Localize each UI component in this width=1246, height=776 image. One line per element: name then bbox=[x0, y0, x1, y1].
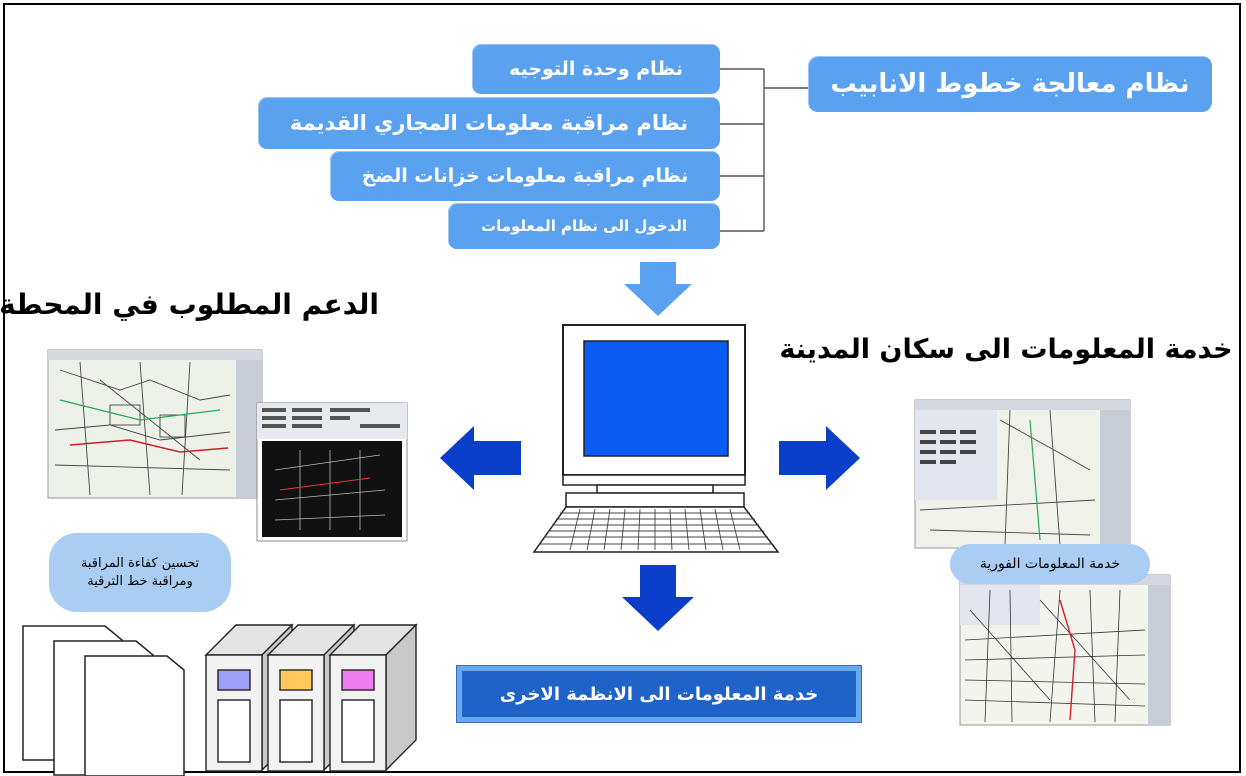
subsystem-bracket bbox=[720, 68, 808, 232]
subsystem-pump-tanks: نظام مراقبة معلومات خزانات الضخ bbox=[330, 151, 720, 201]
diagram-frame bbox=[3, 3, 1241, 773]
right-heading: خدمة المعلومات الى سكان المدينة bbox=[779, 334, 1233, 365]
city-info-screenshot-top bbox=[914, 399, 1131, 549]
arrow-right bbox=[779, 426, 860, 490]
main-system-box: نظام معالجة خطوط الانابيب bbox=[808, 56, 1212, 112]
arrow-left bbox=[440, 426, 521, 490]
station-map-screenshot bbox=[47, 349, 263, 499]
subsystem-info-access: الدخول الى نظام المعلومات bbox=[448, 203, 720, 249]
left-bubble-line-2: ومراقبة خط الترقية bbox=[87, 573, 193, 589]
left-bubble: تحسين كفاءة المراقبة ومراقبة خط الترقية bbox=[49, 533, 231, 612]
left-heading: الدعم المطلوب في المحطة bbox=[0, 288, 379, 321]
left-bubble-line-1: تحسين كفاءة المراقبة bbox=[80, 555, 200, 571]
right-bubble: خدمة المعلومات الفورية bbox=[950, 544, 1150, 584]
binder-3 bbox=[328, 623, 418, 772]
other-systems-label: خدمة المعلومات الى الانظمة الاخرى bbox=[462, 671, 856, 717]
documents-icon bbox=[22, 625, 185, 776]
other-systems-box: خدمة المعلومات الى الانظمة الاخرى bbox=[456, 665, 862, 723]
arrow-down-top bbox=[624, 262, 692, 316]
station-profile-screenshot bbox=[256, 402, 408, 542]
city-info-screenshot-bottom bbox=[959, 574, 1171, 726]
subsystem-routing-unit: نظام وحدة التوجيه bbox=[472, 44, 720, 94]
computer-icon bbox=[532, 324, 780, 553]
subsystem-old-sewers: نظام مراقبة معلومات المجاري القديمة bbox=[258, 97, 720, 149]
binders-icon bbox=[204, 623, 418, 772]
arrow-down-bottom bbox=[622, 565, 694, 631]
